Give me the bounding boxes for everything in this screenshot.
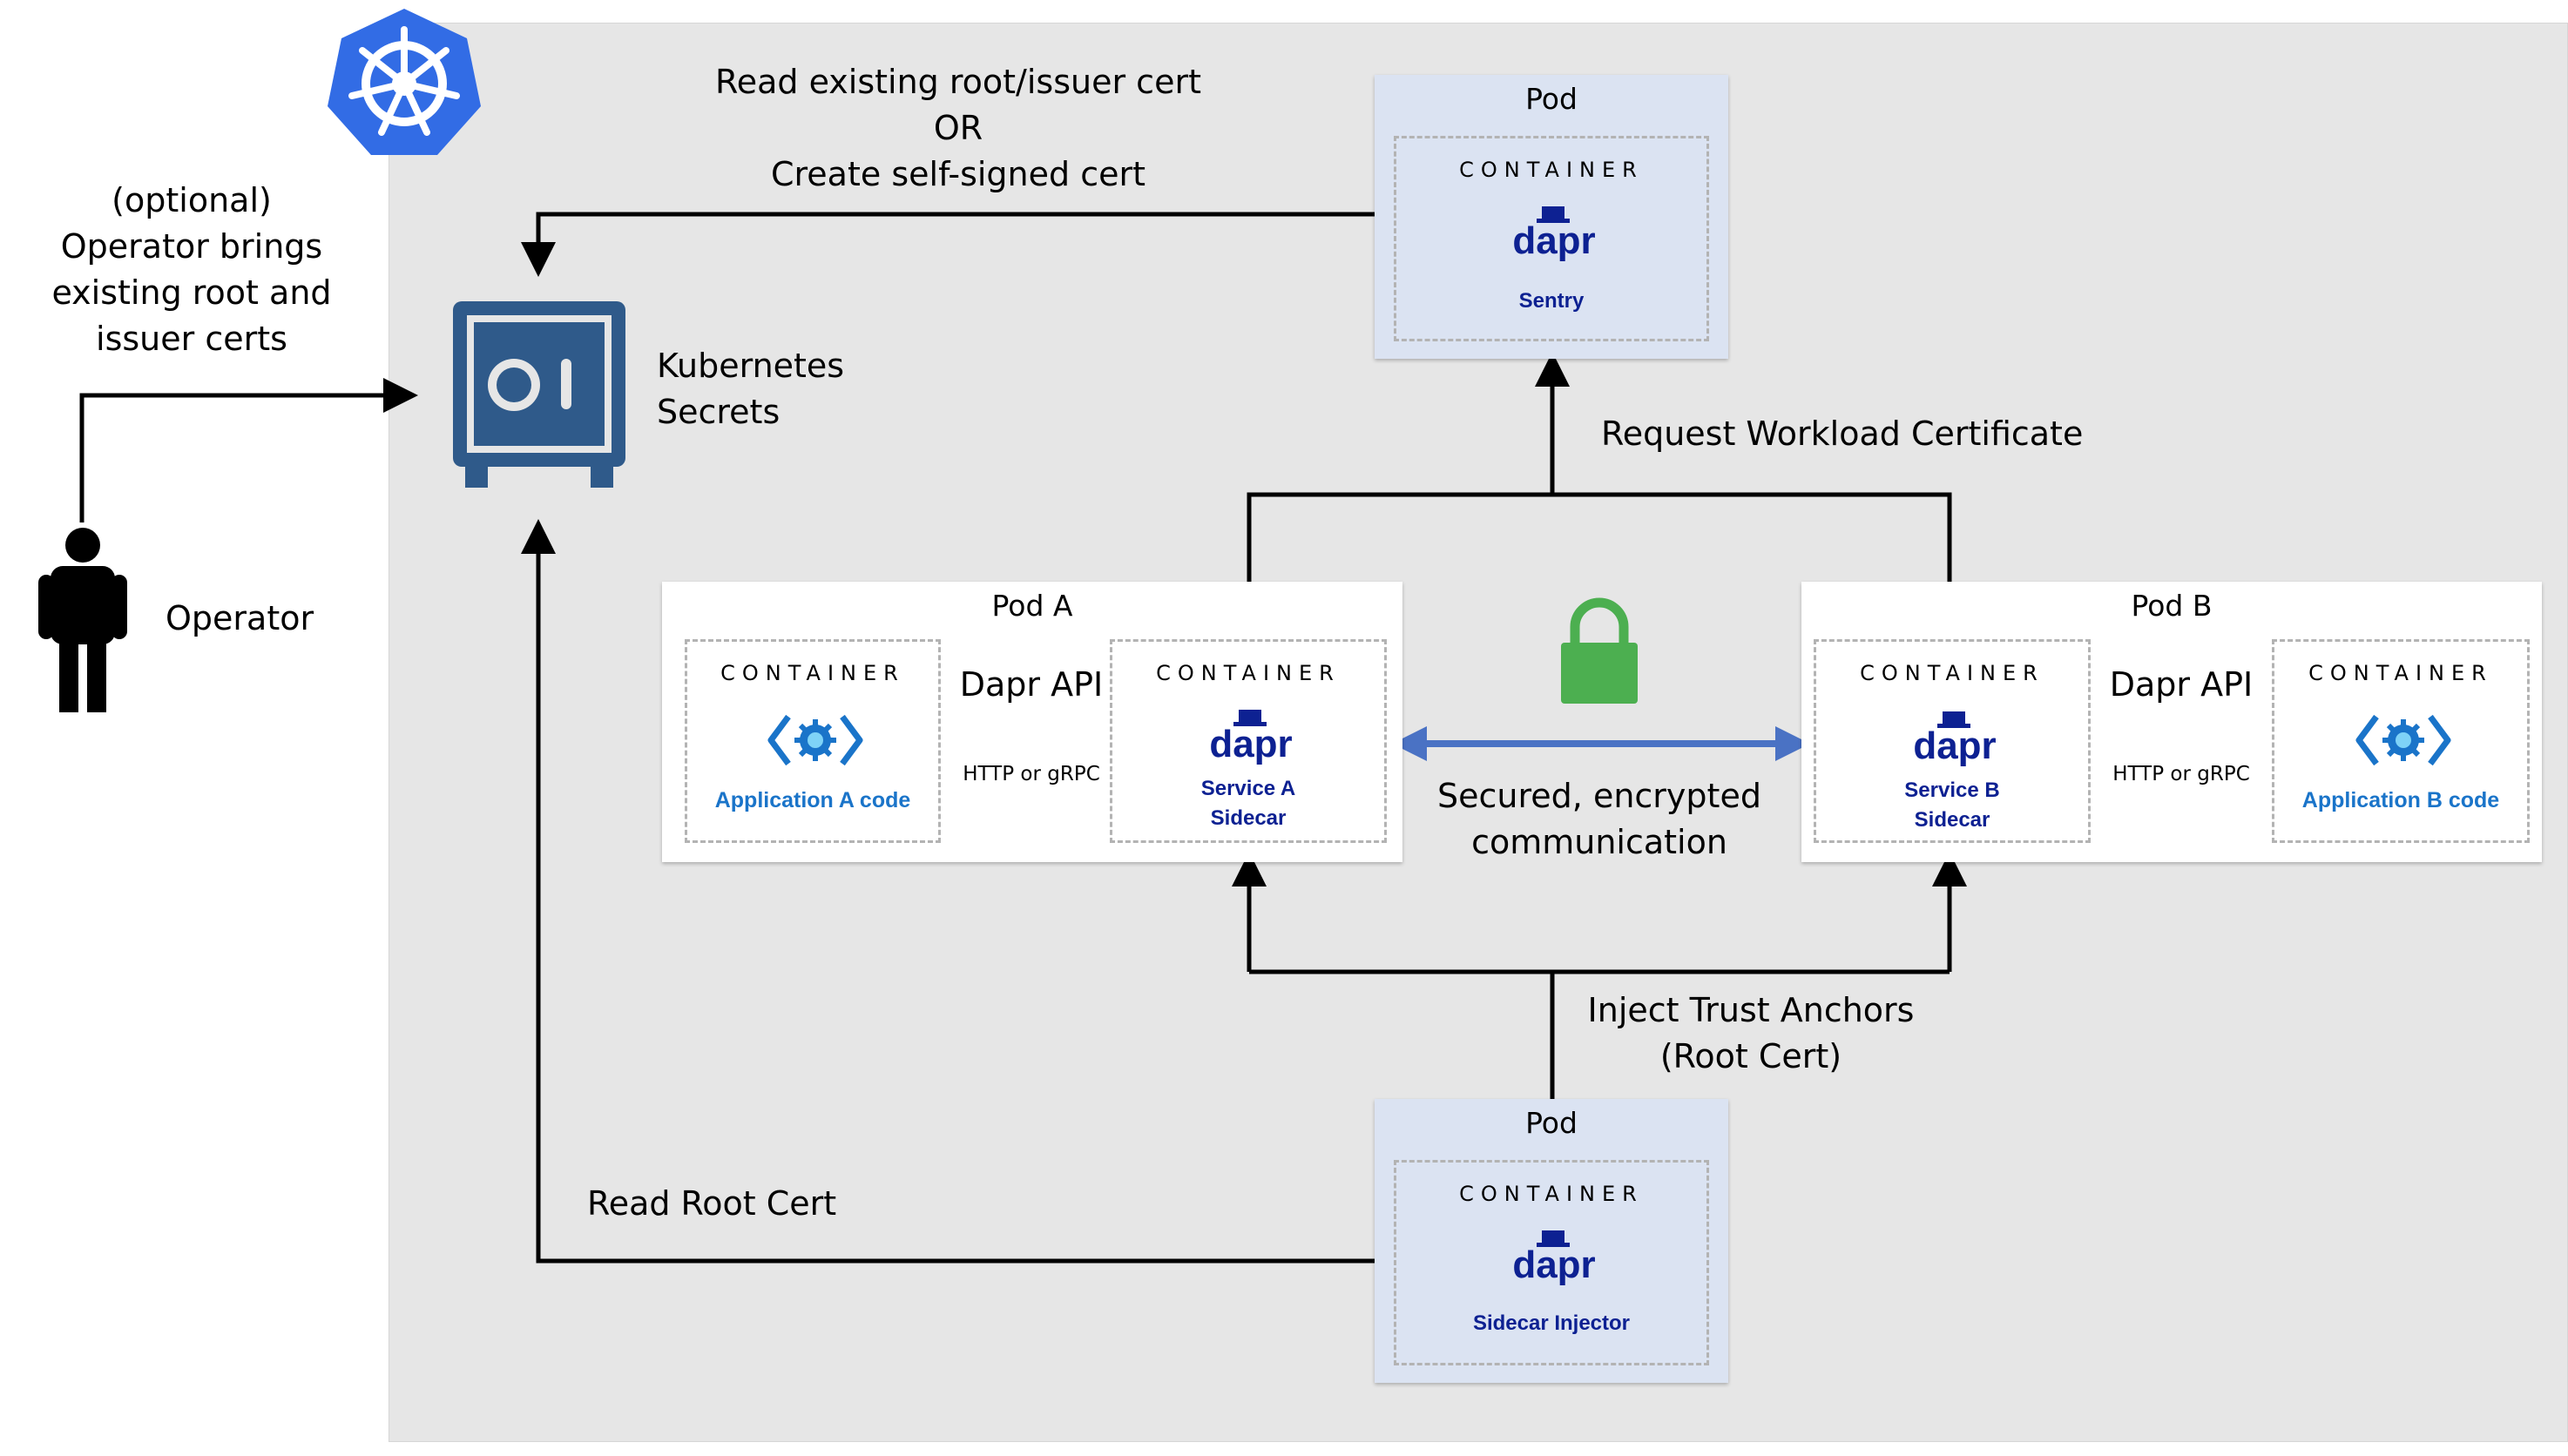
caption-line: Sidecar [1210,806,1287,830]
read-cert-line: OR [933,109,983,147]
pod-title: Pod A [991,589,1073,623]
inject-trust-anchors-label: Inject Trust Anchors (Root Cert) [1568,988,1934,1080]
container-title: CONTAINER [720,661,905,685]
operator-note: (optional) Operator brings existing root… [35,178,348,362]
svg-text:dapr: dapr [1512,219,1595,262]
container-title: CONTAINER [1860,661,2044,685]
svg-text:dapr: dapr [1209,723,1292,765]
secured-communication-label: Secured, encrypted communication [1425,773,1774,866]
operator-note-line: (optional) [112,181,272,219]
dapr-logo: dapr [1510,1230,1598,1291]
container-title: CONTAINER [2308,661,2493,685]
person-icon [37,526,129,714]
dapr-api-protocol: HTTP or gRPC [2112,763,2250,785]
injector-container[interactable]: CONTAINER dapr Sidecar Injector [1394,1160,1709,1365]
caption-line: Sidecar [1914,808,1990,832]
app-b-caption: Application B code [2301,788,2500,812]
sentry-container[interactable]: CONTAINER dapr Sentry [1394,136,1709,341]
secrets-label: Kubernetes Secrets [657,343,844,435]
service-b-sidecar-container[interactable]: CONTAINER dapr Service B Sidecar [1814,639,2091,843]
read-cert-line: Read existing root/issuer cert [715,63,1201,101]
caption-line: Service A [1200,777,1296,800]
app-code-icon [767,708,863,772]
read-cert-line: Create self-signed cert [770,155,1146,193]
secured-line: communication [1471,823,1727,861]
pod-b[interactable]: Pod B CONTAINER dapr Service B Sidecar D… [1801,582,2542,862]
secrets-label-line: Secrets [657,393,781,431]
service-a-caption: Service A Sidecar [1112,774,1384,833]
dapr-logo: dapr [1911,711,1998,772]
operator-label: Operator [166,599,314,637]
pod-title: Pod [1525,1106,1578,1140]
read-cert-label: Read existing root/issuer cert OR Create… [697,59,1220,198]
app-a-container[interactable]: CONTAINER Application A code [685,639,941,843]
service-a-sidecar-container[interactable]: CONTAINER dapr Service A Sidecar [1110,639,1387,843]
lock-icon [1559,597,1639,705]
pod-title: Pod [1525,82,1578,116]
container-title: CONTAINER [1459,158,1644,182]
dapr-api-label: Dapr API [959,665,1104,704]
dapr-api-protocol: HTTP or gRPC [963,763,1100,785]
secrets-label-line: Kubernetes [657,347,845,385]
safe-icon [449,298,629,491]
container-title: CONTAINER [1459,1182,1644,1206]
dapr-api-label: Dapr API [2109,665,2254,704]
inject-line: Inject Trust Anchors [1587,991,1915,1029]
dapr-logo: dapr [1510,206,1598,267]
container-title: CONTAINER [1156,661,1341,685]
svg-text:dapr: dapr [1913,725,1996,767]
inject-line: (Root Cert) [1659,1037,1842,1075]
pod-a[interactable]: Pod A CONTAINER Application A code Dapr … [662,582,1402,862]
injector-caption: Sidecar Injector [1472,1311,1631,1335]
sentry-pod[interactable]: Pod CONTAINER dapr Sentry [1375,75,1728,359]
caption-line: Service B [1904,779,2000,802]
pod-title: Pod B [2131,589,2213,623]
svg-text:dapr: dapr [1512,1244,1595,1286]
service-b-caption: Service B Sidecar [1816,776,2088,835]
dapr-logo: dapr [1207,710,1294,771]
app-code-icon [2355,708,2451,772]
secured-line: Secured, encrypted [1437,777,1761,815]
app-a-caption: Application A code [714,788,911,812]
app-b-container[interactable]: CONTAINER Application B code [2272,639,2530,843]
injector-pod[interactable]: Pod CONTAINER dapr Sidecar Injector [1375,1099,1728,1383]
read-root-cert-label: Read Root Cert [587,1184,837,1223]
operator-note-line: Operator brings [60,227,323,266]
request-cert-label: Request Workload Certificate [1601,415,2084,453]
operator-note-line: issuer certs [96,320,287,358]
operator-note-line: existing root and [51,273,332,312]
sentry-caption: Sentry [1518,289,1585,313]
kubernetes-icon [324,5,484,158]
